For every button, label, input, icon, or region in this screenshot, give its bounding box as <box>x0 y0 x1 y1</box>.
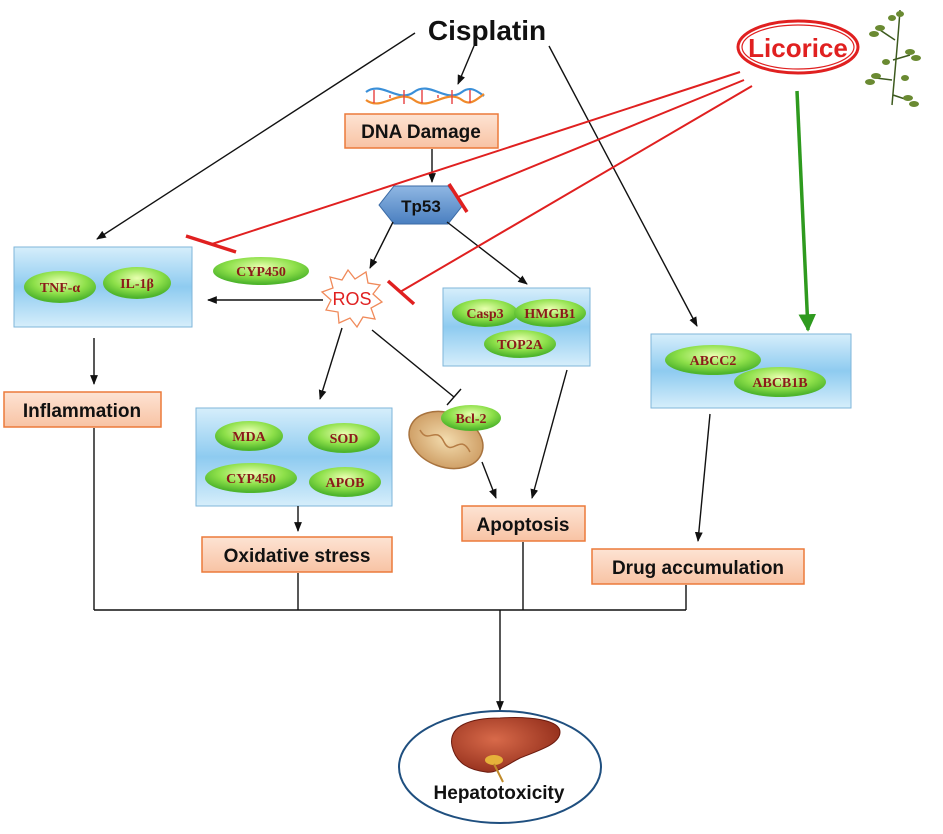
drug-accumulation-label: Drug accumulation <box>612 558 784 579</box>
tp53-label: Tp53 <box>401 197 441 216</box>
oxidative-stress-label: Oxidative stress <box>224 546 371 567</box>
licorice-promote-arrow <box>795 90 817 332</box>
licorice-inhibition-lines <box>185 71 753 306</box>
inflammation-label: Inflammation <box>23 401 141 422</box>
ros-burst <box>320 268 384 329</box>
dna-damage-label: DNA Damage <box>361 122 481 143</box>
licorice-plant-icon <box>865 9 921 107</box>
marker-cyp450: CYP450 <box>226 472 276 487</box>
marker-casp3: Casp3 <box>466 307 503 322</box>
licorice-label: Licorice <box>748 33 848 63</box>
marker-cyp450-free: CYP450 <box>236 265 286 280</box>
apoptosis-label: Apoptosis <box>477 515 570 536</box>
dna-damage-box <box>344 113 499 149</box>
liver-icon <box>451 717 561 783</box>
inflammation-box <box>3 391 162 428</box>
marker-tnf: TNF-α <box>40 281 81 296</box>
mitochondrion-icon: Bcl-2 <box>408 405 501 470</box>
promote-arrows <box>90 32 711 711</box>
marker-abcb1b: ABCB1B <box>752 376 807 391</box>
apoptosis-box <box>461 505 586 542</box>
marker-il1b: IL-1β <box>120 277 154 292</box>
ros-label: ROS <box>332 289 371 309</box>
marker-top2a: TOP2A <box>497 338 544 353</box>
marker-ovals: TNF-α IL-1β CYP450 Casp3 HMGB1 TOP2A ABC… <box>24 257 826 497</box>
marker-abcc2: ABCC2 <box>690 354 737 369</box>
drug-accumulation-box <box>591 548 805 585</box>
hepatotoxicity-label: Hepatotoxicity <box>434 783 565 804</box>
cisplatin-title: Cisplatin <box>428 15 546 46</box>
oxidative-stress-box <box>201 536 393 573</box>
licorice-oval <box>736 19 860 75</box>
marker-bcl2: Bcl-2 <box>455 412 486 427</box>
dna-helix-icon <box>365 87 485 105</box>
marker-apob: APOB <box>326 476 365 491</box>
marker-mda: MDA <box>232 430 266 445</box>
marker-hmgb1: HMGB1 <box>524 307 575 322</box>
marker-sod: SOD <box>330 432 359 447</box>
